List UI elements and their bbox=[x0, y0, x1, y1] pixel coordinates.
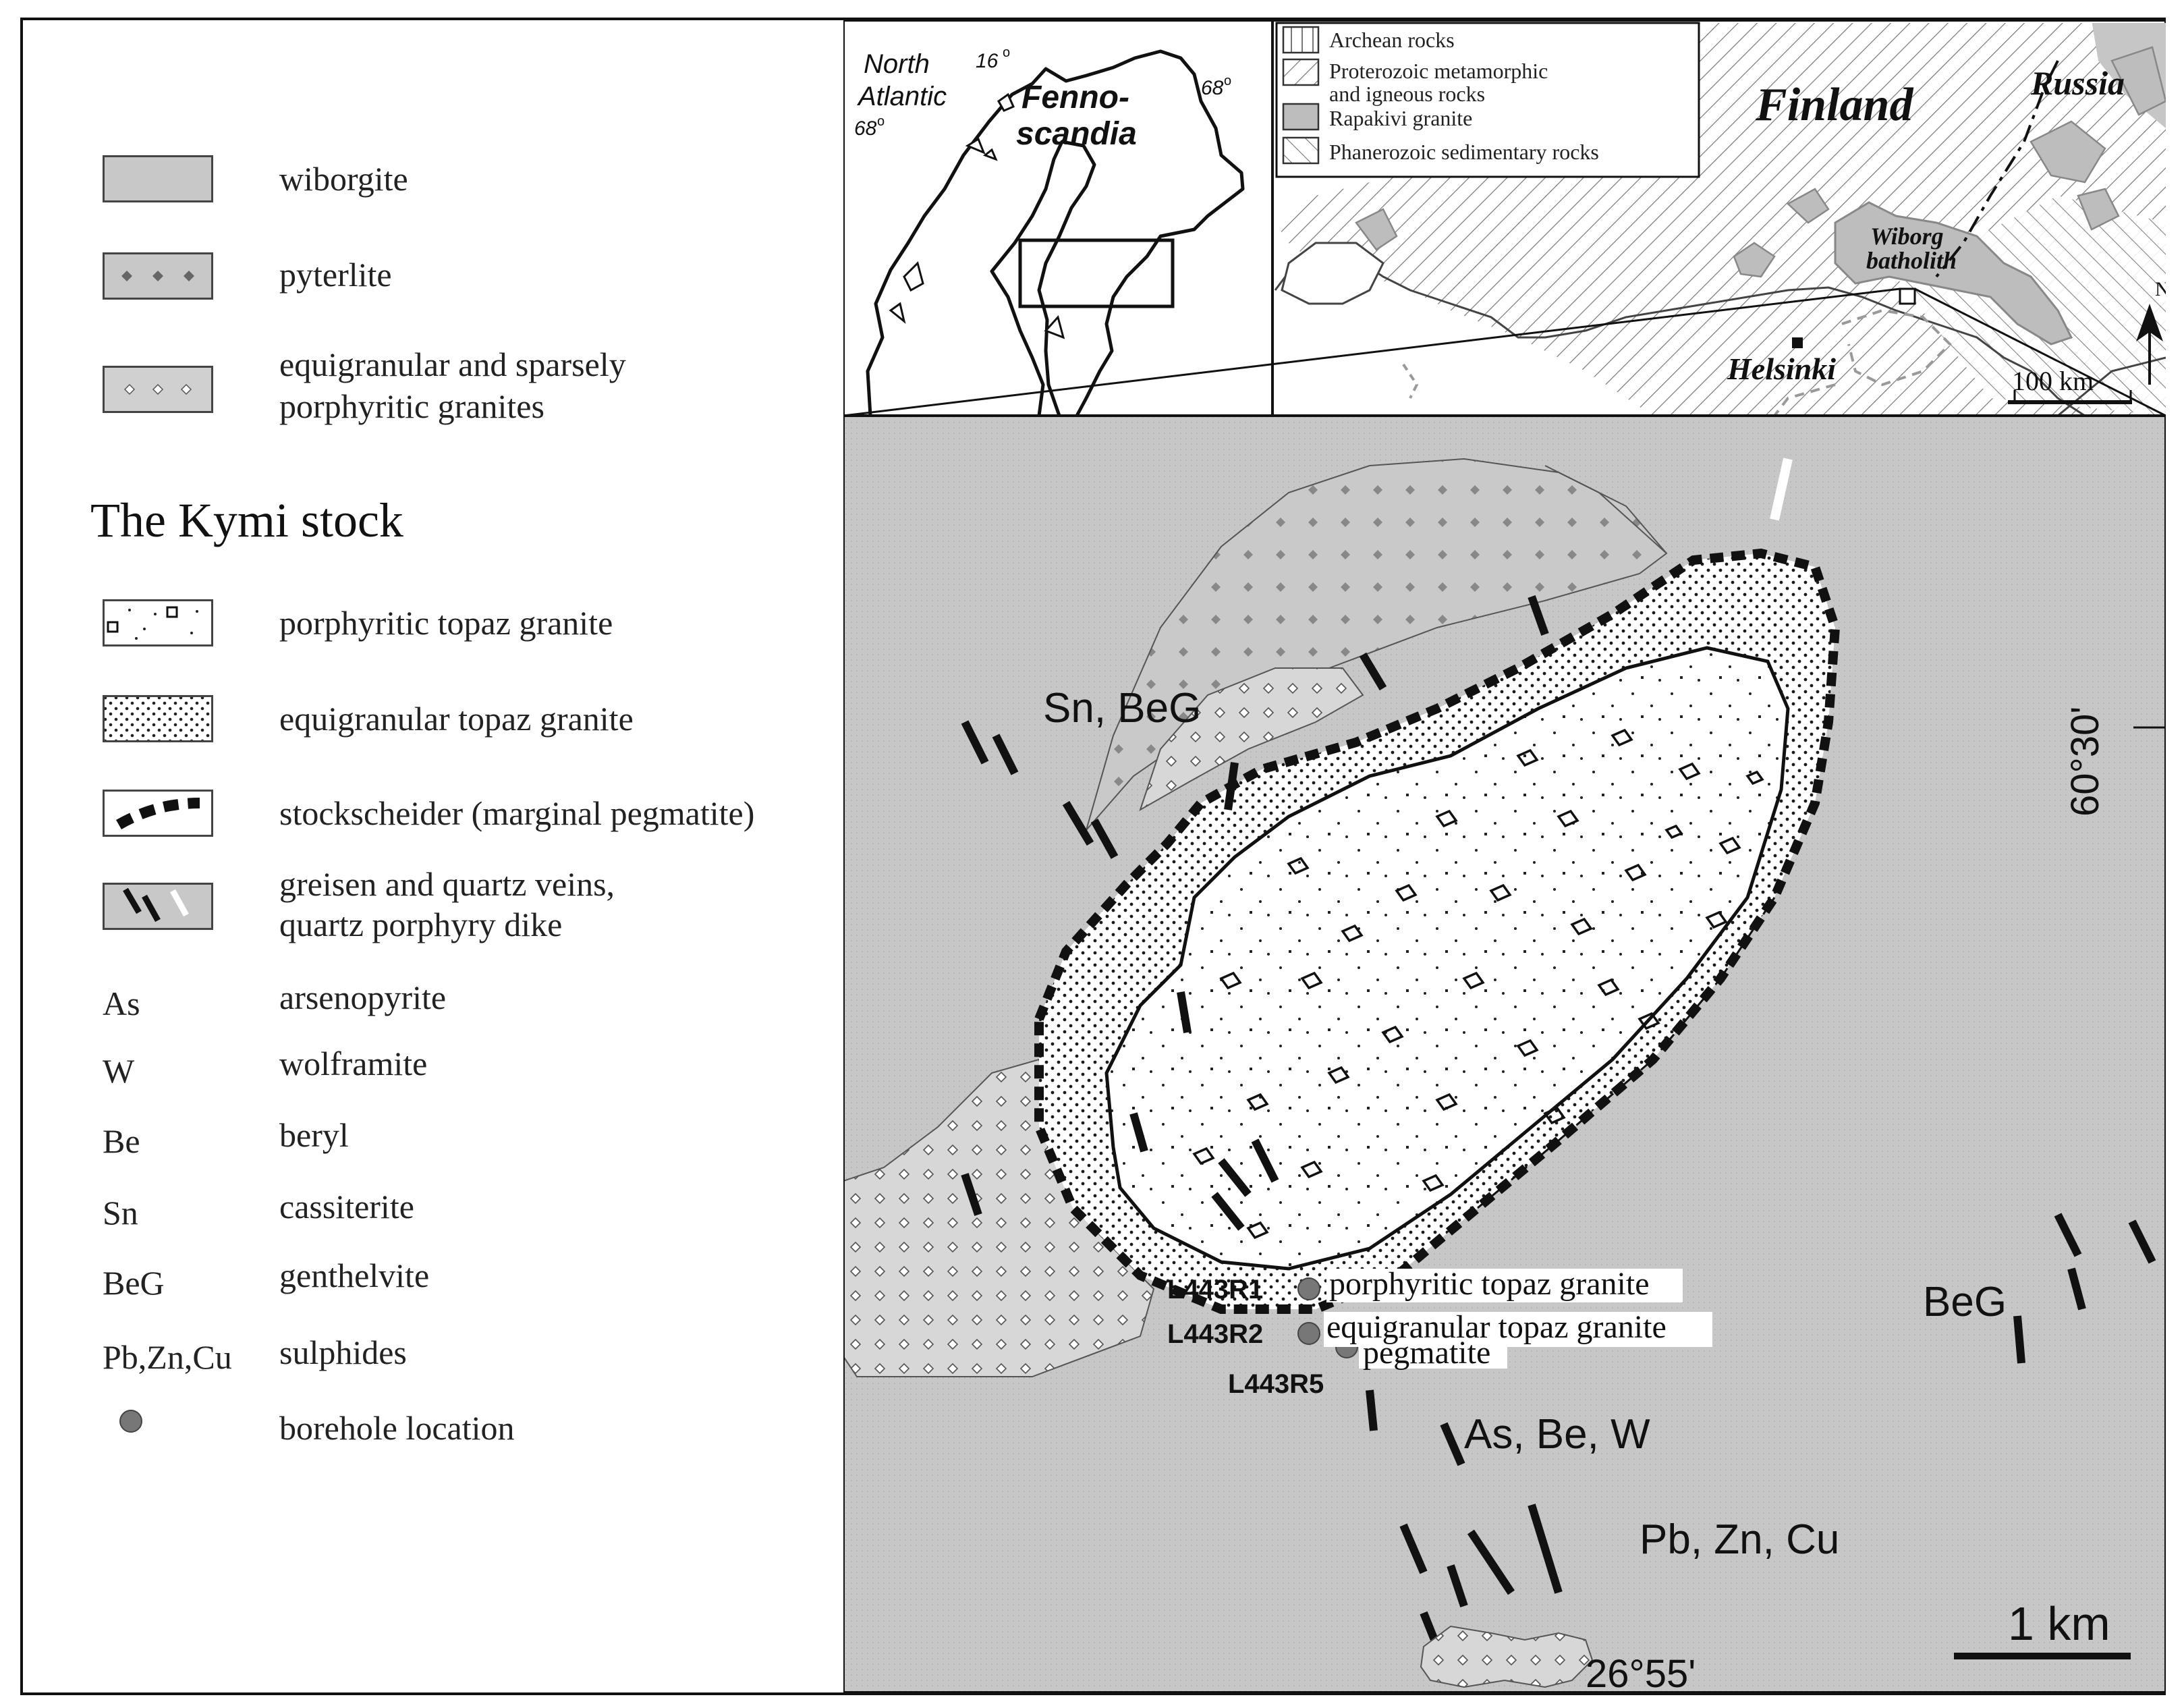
inset-scale-label: 100 km bbox=[2012, 366, 2094, 396]
north-arrow-icon bbox=[2136, 304, 2163, 341]
study-area-marker bbox=[1899, 287, 1916, 305]
wiborgite-swatch bbox=[103, 155, 213, 202]
porphyritic-topaz-granite-unit bbox=[1104, 646, 1790, 1271]
feldspar-crystals bbox=[1192, 728, 1764, 1240]
map-panel: North Atlantic 16 o 68 o 68 o Fenno- sca… bbox=[843, 20, 2166, 1692]
inset-legend-label: Phanerozoic sedimentary rocks bbox=[1329, 140, 1599, 164]
region-label: Fenno- bbox=[1021, 80, 1129, 115]
legend-label: equigranular topaz granite bbox=[279, 700, 634, 738]
borehole-id: L443R5 bbox=[1228, 1369, 1324, 1399]
inset-legend-label: Proterozoic metamorphic bbox=[1329, 59, 1548, 83]
batholith-label: batholith bbox=[1866, 247, 1957, 274]
batholith-label: Wiborg bbox=[1870, 223, 1944, 250]
mineral-occurrence-label: Sn, BeG bbox=[1043, 685, 1201, 732]
borehole-marker bbox=[1297, 1322, 1320, 1345]
mineral-abbr: BeG bbox=[103, 1264, 165, 1302]
borehole-desc-bg bbox=[1359, 1336, 1507, 1369]
legend-label: equigranular and sparsely bbox=[279, 346, 626, 383]
archean-swatch bbox=[1282, 26, 1320, 54]
legend-label: greisen and quartz veins, bbox=[279, 865, 615, 903]
region-label: scandia bbox=[1016, 116, 1137, 152]
study-area-box bbox=[1018, 238, 1175, 308]
mineral-name: beryl bbox=[279, 1116, 349, 1154]
proterozoic-swatch bbox=[1282, 58, 1320, 86]
mineral-occurrence-label: BeG bbox=[1923, 1279, 2007, 1325]
legend-label: stockscheider (marginal pegmatite) bbox=[279, 794, 755, 832]
neighbor-label: Russia bbox=[2030, 64, 2125, 102]
mineral-name: sulphides bbox=[279, 1333, 407, 1371]
borehole-label: borehole location bbox=[279, 1409, 515, 1447]
svg-text:o: o bbox=[1003, 45, 1010, 60]
mineral-occurrence-label: Pb, Zn, Cu bbox=[1640, 1516, 1839, 1563]
mineral-occurrence-label: As, Be, W bbox=[1464, 1411, 1650, 1458]
north-label: N bbox=[2155, 278, 2166, 300]
legend-label: wiborgite bbox=[279, 160, 408, 198]
svg-text:o: o bbox=[877, 114, 885, 129]
legend-label-line2: porphyritic granites bbox=[279, 387, 544, 425]
borehole-id: L443R2 bbox=[1167, 1319, 1263, 1349]
borehole-desc: equigranular topaz granite bbox=[1326, 1309, 1667, 1345]
borehole-marker bbox=[1297, 1277, 1320, 1300]
country-label: Finland bbox=[1755, 79, 1913, 131]
legend-label: porphyritic topaz granite bbox=[279, 604, 613, 642]
inset-legend-label-line2: and igneous rocks bbox=[1329, 82, 1485, 106]
finland-inset: Archean rocks Proterozoic metamorphic an… bbox=[843, 20, 2166, 417]
rapakivi-swatch bbox=[1282, 103, 1320, 131]
longitude-label: 16 bbox=[976, 50, 999, 72]
borehole-desc-bg bbox=[1326, 1269, 1683, 1302]
fennoscandia-inset: North Atlantic 16 o 68 o 68 o Fenno- sca… bbox=[843, 20, 1274, 417]
svg-text:o: o bbox=[1224, 74, 1231, 88]
border bbox=[1935, 60, 2059, 278]
scale-label: 1 km bbox=[2008, 1597, 2110, 1650]
latitude-label: 68 bbox=[854, 117, 877, 140]
city-label: Helsinki bbox=[1727, 352, 1836, 386]
main-geologic-map: L443R1 porphyritic topaz granite L443R2 … bbox=[843, 416, 2166, 1692]
greisen-veins bbox=[961, 595, 2156, 1649]
legend-label-line2: quartz porphyry dike bbox=[279, 906, 563, 943]
stockscheider-swatch bbox=[103, 790, 213, 837]
granite-body-south bbox=[1420, 1625, 1594, 1688]
mineral-name: genthelvite bbox=[279, 1257, 430, 1294]
porphyritic-topaz-swatch bbox=[103, 599, 213, 646]
borehole-desc: porphyritic topaz granite bbox=[1329, 1266, 1650, 1302]
borehole-symbol bbox=[119, 1410, 142, 1433]
connector-line bbox=[843, 287, 1901, 417]
mineral-abbr: Be bbox=[103, 1122, 140, 1160]
equigranular-granite-swatch bbox=[103, 366, 213, 413]
connector-line bbox=[1914, 287, 2166, 417]
pyterlite-swatch bbox=[103, 252, 213, 300]
mineral-abbr: Pb,Zn,Cu bbox=[103, 1338, 232, 1376]
quartz-porphyry-dike bbox=[1770, 458, 1793, 521]
mineral-abbr: W bbox=[103, 1052, 135, 1090]
latitude-label: 60°30' bbox=[2063, 707, 2107, 817]
coastline bbox=[866, 49, 1245, 417]
legend-label: pyterlite bbox=[279, 256, 392, 294]
mineral-name: cassiterite bbox=[279, 1188, 414, 1225]
kymi-stock-heading: The Kymi stock bbox=[90, 493, 403, 547]
borehole-desc: pegmatite bbox=[1363, 1335, 1490, 1371]
helsinki-marker bbox=[1792, 337, 1803, 348]
equigranular-topaz-swatch bbox=[103, 695, 213, 742]
latitude-label: 68 bbox=[1201, 77, 1224, 99]
lake-outline bbox=[1841, 308, 1952, 387]
mineral-name: wolframite bbox=[279, 1045, 428, 1082]
mineral-name: arsenopyrite bbox=[279, 979, 447, 1016]
borehole-id: L443R1 bbox=[1167, 1275, 1263, 1304]
inset-legend-label: Archean rocks bbox=[1329, 28, 1455, 52]
ocean-label: Atlantic bbox=[857, 82, 947, 111]
inset-legend-label: Rapakivi granite bbox=[1329, 106, 1472, 130]
mineral-abbr: Sn bbox=[103, 1194, 138, 1232]
legend-panel: wiborgite pyterlite equigranular and spa… bbox=[23, 20, 839, 1692]
longitude-label: 26°55' bbox=[1586, 1652, 1696, 1692]
phanerozoic-swatch bbox=[1282, 136, 1320, 165]
finland-inset-legend bbox=[1275, 22, 1700, 178]
greisen-swatch bbox=[103, 883, 213, 930]
mineral-abbr: As bbox=[103, 985, 140, 1022]
ocean-label: North bbox=[864, 49, 930, 79]
rapakivi-wiborg bbox=[1834, 201, 2073, 346]
